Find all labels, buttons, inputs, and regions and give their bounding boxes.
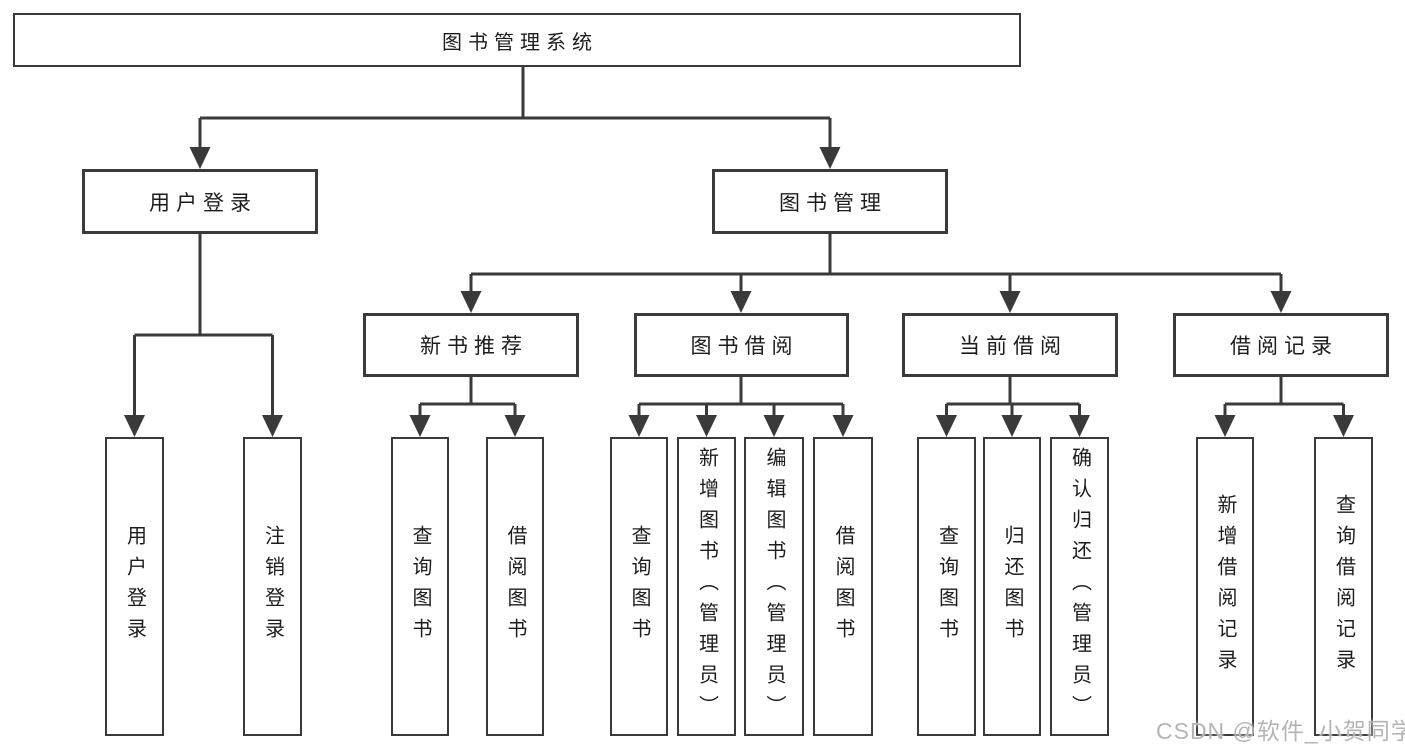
leaf-add-books-admin: 新增图书（管理员） (677, 437, 736, 736)
leaf-borrow-books: 借阅图书 (813, 437, 873, 736)
arrow-down-icon (504, 415, 526, 437)
arrow-down-icon (696, 415, 717, 437)
leaf-confirm-return-admin: 确认归还（管理员） (1050, 437, 1109, 736)
leaf-borrow-books: 借阅图书 (486, 437, 544, 736)
arrow-down-icon (936, 415, 957, 437)
arrow-down-icon (1270, 291, 1292, 313)
leaf-logout: 注销登录 (243, 437, 302, 736)
leaf-query-borrow-record: 查询借阅记录 (1314, 437, 1373, 736)
node-library-management-system: 图书管理系统 (13, 13, 1021, 67)
arrow-down-icon (628, 415, 650, 437)
leaf-user-login: 用户登录 (105, 437, 164, 736)
arrow-down-icon (832, 415, 854, 437)
leaf-query-books: 查询图书 (391, 437, 449, 736)
connector-root-to-level2 (189, 67, 841, 169)
arrow-down-icon (763, 415, 785, 437)
leaf-query-books: 查询图书 (917, 437, 976, 736)
arrow-down-icon (262, 415, 283, 437)
leaf-return-books: 归还图书 (983, 437, 1041, 736)
connector-user-login-children (124, 234, 283, 437)
connector-book-borrow-children (628, 377, 854, 437)
arrow-down-icon (1214, 415, 1236, 437)
arrow-down-icon (1333, 415, 1354, 437)
arrow-down-icon (1001, 415, 1023, 437)
arrow-down-icon (1069, 415, 1090, 437)
leaf-query-books: 查询图书 (610, 437, 668, 736)
connector-current-borrow-children (936, 377, 1090, 437)
node-current-borrow: 当前借阅 (902, 313, 1118, 377)
node-borrow-records: 借阅记录 (1173, 313, 1389, 377)
csdn-watermark: CSDN @软件_小贺同学 (1156, 718, 1405, 744)
arrow-down-icon (819, 147, 841, 169)
arrow-down-icon (124, 415, 145, 437)
leaf-edit-books-admin: 编辑图书（管理员） (744, 437, 804, 736)
arrow-down-icon (409, 415, 431, 437)
node-book-borrow: 图书借阅 (634, 313, 849, 377)
connector-book-mgmt-children (460, 234, 1292, 313)
node-book-management: 图书管理 (712, 169, 948, 234)
arrow-down-icon (999, 291, 1021, 313)
arrow-down-icon (189, 147, 211, 169)
arrow-down-icon (460, 291, 482, 313)
connector-new-book-rec-children (409, 377, 526, 437)
connector-borrow-records-children (1214, 377, 1354, 437)
leaf-add-borrow-record: 新增借阅记录 (1196, 437, 1254, 736)
node-user-login: 用户登录 (82, 169, 318, 234)
node-new-book-recommend: 新书推荐 (363, 313, 579, 377)
arrow-down-icon (730, 291, 752, 313)
